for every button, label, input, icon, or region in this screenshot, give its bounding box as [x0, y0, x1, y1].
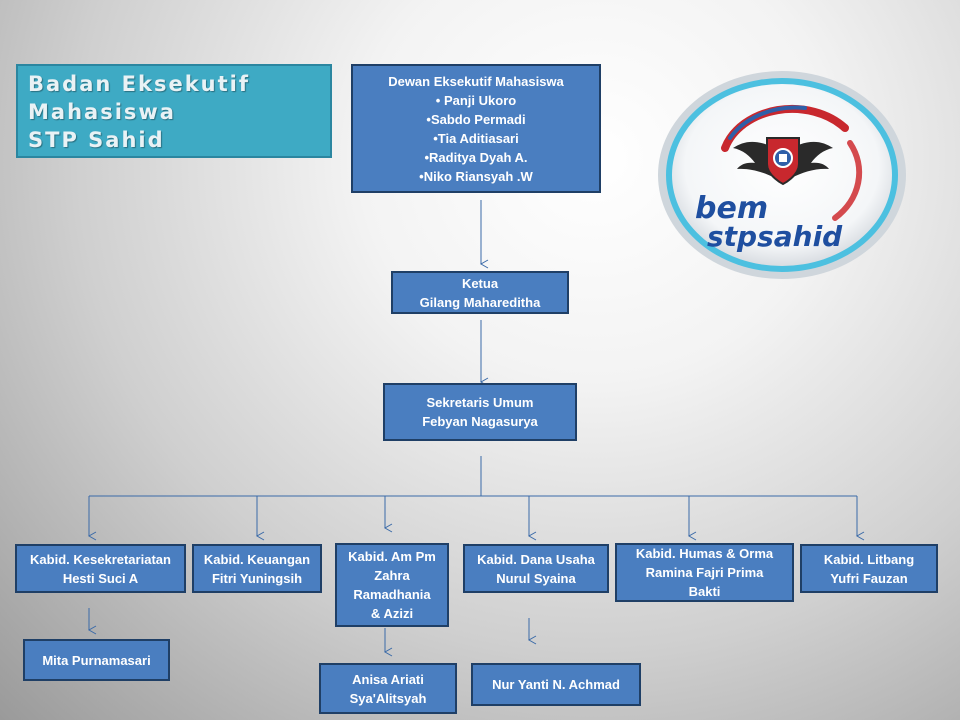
logo-text-stpsahid: stpsahid — [707, 220, 843, 253]
division-title: Kabid. Am Pm — [348, 549, 436, 564]
dewan-box: Dewan Eksekutif Mahasiswa • Panji Ukoro … — [351, 64, 601, 193]
division-title: Kabid. Litbang — [823, 551, 915, 567]
staff-box-mita: Mita Purnamasari — [23, 639, 170, 681]
division-box-litbang: Kabid. Litbang Yufri Fauzan — [800, 544, 938, 593]
division-head: & Azizi — [370, 606, 414, 621]
ketua-role: Ketua — [461, 275, 499, 291]
org-title-line-1: Badan Eksekutif — [28, 72, 250, 96]
staff-name: Nur Yanti N. Achmad — [492, 677, 620, 692]
dewan-heading: Dewan Eksekutif Mahasiswa — [388, 73, 564, 89]
org-title-line-2: Mahasiswa — [28, 100, 176, 124]
division-head: Zahra — [374, 568, 410, 583]
staff-box-anisa: Anisa Ariati Sya'Alitsyah — [319, 663, 457, 714]
bem-logo-emblem: bem stpsahid — [658, 71, 906, 279]
bem-logo: bem stpsahid — [655, 68, 910, 283]
division-head: Ramadhania — [353, 587, 431, 602]
sekretaris-box: Sekretaris Umum Febyan Nagasurya — [383, 383, 577, 441]
division-box-keuangan: Kabid. Keuangan Fitri Yuningsih — [192, 544, 322, 593]
division-title: Kabid. Humas & Orma — [635, 546, 774, 561]
org-title-line-3: STP Sahid — [28, 128, 165, 152]
division-head: Bakti — [688, 584, 721, 599]
staff-name: Anisa Ariati — [352, 671, 424, 687]
staff-name: Mita Purnamasari — [42, 652, 151, 668]
division-title: Kabid. Kesekretariatan — [30, 551, 171, 567]
ketua-name: Gilang Mahareditha — [419, 294, 541, 310]
division-title: Kabid. Keuangan — [203, 551, 311, 567]
division-head: Ramina Fajri Prima — [645, 565, 764, 580]
sekretaris-name: Febyan Nagasurya — [422, 414, 538, 429]
division-box-dana-usaha: Kabid. Dana Usaha Nurul Syaina — [463, 544, 609, 593]
logo-text-bem: bem — [695, 191, 768, 226]
dewan-member: •Tia Aditiasari — [433, 130, 519, 146]
division-title: Kabid. Dana Usaha — [477, 551, 595, 567]
staff-name: Sya'Alitsyah — [349, 690, 427, 706]
org-title-box: Badan Eksekutif Mahasiswa STP Sahid — [16, 64, 332, 158]
bem-logo-reflection: stpsahid — [655, 290, 910, 390]
dewan-member: • Panji Ukoro — [435, 92, 517, 108]
staff-box-nuryanti: Nur Yanti N. Achmad — [471, 663, 641, 706]
division-head: Fitri Yuningsih — [211, 570, 303, 586]
division-head: Yufri Fauzan — [830, 570, 908, 586]
dewan-member: •Sabdo Permadi — [426, 111, 526, 127]
division-head: Hesti Suci A — [62, 570, 139, 586]
dewan-member: •Niko Riansyah .W — [419, 168, 533, 184]
division-box-kesekretariatan: Kabid. Kesekretariatan Hesti Suci A — [15, 544, 186, 593]
division-box-humas: Kabid. Humas & Orma Ramina Fajri Prima B… — [615, 543, 794, 602]
dewan-member: •Raditya Dyah A. — [424, 149, 528, 165]
ketua-box: Ketua Gilang Mahareditha — [391, 271, 569, 314]
sekretaris-role: Sekretaris Umum — [426, 395, 534, 410]
division-head: Nurul Syaina — [496, 570, 576, 586]
division-box-ampm: Kabid. Am Pm Zahra Ramadhania & Azizi — [335, 543, 449, 627]
